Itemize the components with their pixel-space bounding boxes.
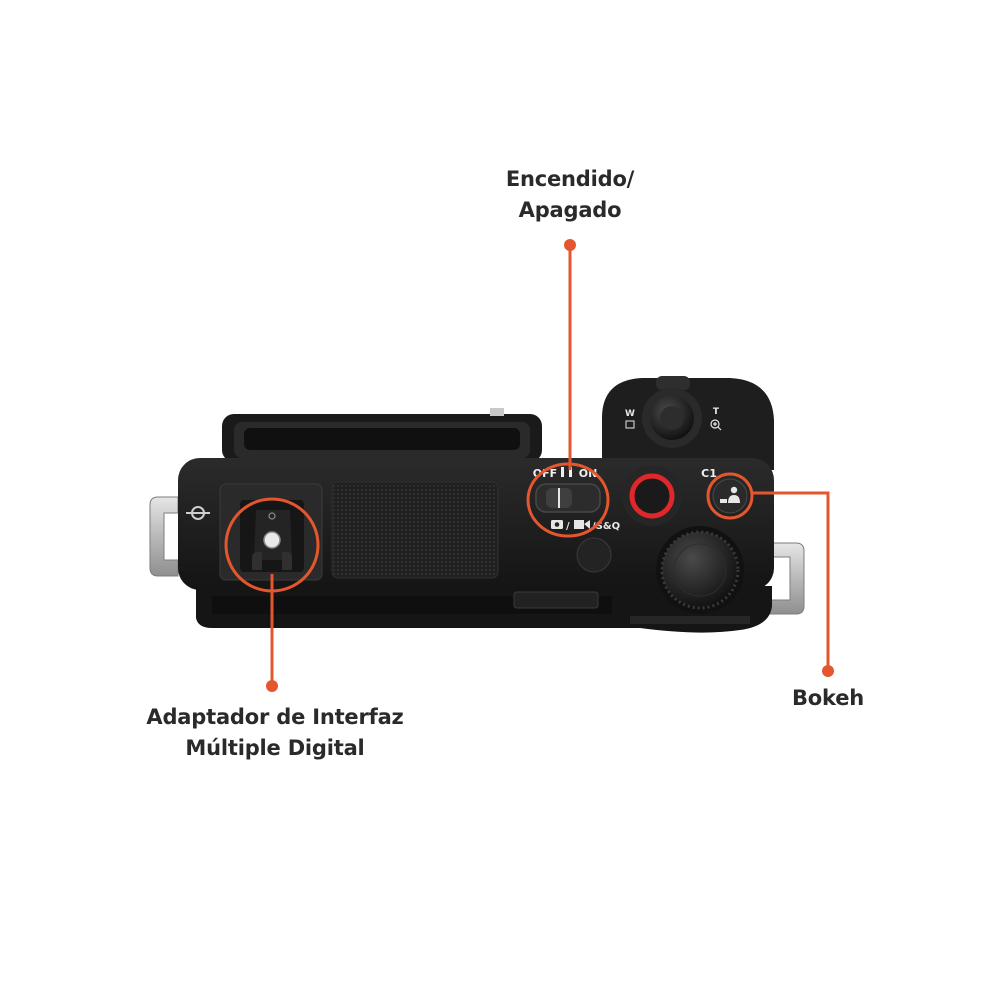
shutter-button[interactable]: [660, 406, 684, 430]
movie-mode-icon: [574, 520, 590, 529]
function-button[interactable]: [576, 537, 612, 573]
power-annotation-label: Encendido/ Apagado: [505, 167, 635, 222]
multi-interface-annotation-label: Adaptador de Interfaz Múltiple Digital: [146, 705, 404, 760]
strap-lug-left-icon: [149, 496, 179, 577]
control-dial[interactable]: [656, 526, 744, 614]
strap-lug-right-icon: [769, 542, 805, 615]
bokeh-button[interactable]: [712, 478, 748, 514]
mode-label: /S&Q: [592, 521, 620, 532]
zoom-in-icon: [710, 419, 722, 431]
power-switch[interactable]: OFF ON: [533, 467, 601, 513]
bokeh-icon: [720, 486, 740, 503]
wide-grid-icon: [625, 420, 635, 429]
annotation-dots: [266, 239, 834, 692]
annotation-lines: [224, 245, 830, 684]
microphone-grille: [331, 481, 499, 579]
lens-mount: [222, 408, 542, 462]
zoom-wide-label: W: [625, 409, 635, 419]
svg-text:/: /: [566, 521, 570, 532]
focal-plane-icon: [186, 506, 210, 520]
record-button[interactable]: [622, 466, 682, 526]
bokeh-annotation-label: Bokeh: [791, 686, 865, 710]
record-icon: [629, 473, 675, 519]
camera-mode-icon: [551, 520, 563, 529]
c1-label: C1: [701, 467, 717, 480]
zoom-tele-label: T: [713, 407, 720, 417]
